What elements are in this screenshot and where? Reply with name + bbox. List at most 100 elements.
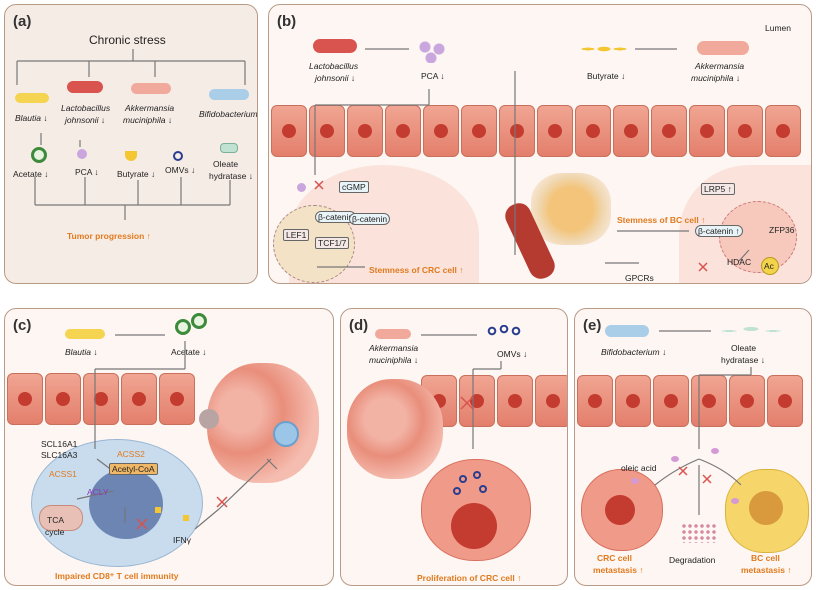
pca-icon [77,149,87,159]
lactobacillus-label-b1: Lactobacillus [309,61,359,71]
panel-c-label: (c) [13,317,32,334]
tca-label-1: TCA [47,515,64,525]
immune-cell-c1 [273,421,299,447]
pca-icon-b [419,41,447,63]
omvs-label: OMVs ↓ [165,165,196,175]
lrp5-box: LRP5 ↑ [701,183,735,195]
akkermansia-label-d2: muciniphila ↓ [369,355,419,365]
akkermansia-label-b1: Akkermansia [695,61,745,71]
oleate-label-1: Oleate [213,159,239,169]
akkermansia-icon-d [375,329,411,339]
blautia-icon [15,93,49,103]
panel-b-label: (b) [277,13,297,30]
panel-a-label: (a) [13,13,32,30]
panel-a: (a) Chronic stress Blautia ↓ Lactobacill… [4,4,258,284]
oleic-acid-label: oleic acid [621,463,657,473]
immune-cell-c2 [199,409,219,429]
degradation-dots [681,523,717,543]
stemness-bc-label: Stemness of BC cell ↑ [617,215,706,225]
akkermansia-label-1: Akkermansia [125,103,175,113]
acly-label: ACLY [87,487,109,497]
crc-nucleus-e [605,495,635,525]
ac-label: Ac [764,261,774,271]
lumen-label: Lumen [765,23,791,33]
oleate-icon-e [721,325,781,337]
acetate-label-c: Acetate ↓ [171,347,207,357]
blautia-icon-c [65,329,105,339]
panel-e-arrows [631,330,752,515]
blautia-label-c: Blautia ↓ [65,347,98,357]
butyrate-icon-b [581,45,627,57]
mitochondrion [39,505,83,531]
slc16a3-label: SLC16A3 [41,450,78,460]
lef1-box: LEF1 [283,229,310,241]
tumor-cluster-c [207,363,319,483]
hdac-label: HDAC [727,257,752,267]
acetate-icon-c2 [191,313,207,329]
bc-nucleus [719,201,797,273]
butyrate-label: Butyrate ↓ [117,169,156,179]
omvs-icon-d [487,325,527,337]
beta-catenin-3: β-catenin ↑ [695,225,743,237]
tcf-box: TCF1/7 [315,237,350,249]
epithelium-b [269,97,811,169]
oleate-label-e1: Oleate [731,343,757,353]
akkermansia-icon-b [697,41,749,55]
crc-nucleus-d [451,503,497,549]
beta-catenin-2: β-catenin [349,213,391,225]
lactobacillus-icon [67,81,103,93]
omvs-label-d: OMVs ↓ [497,349,528,359]
oleate-label-2: hydratase ↓ [209,171,253,181]
panel-d: (d) Akkermansia muciniphila ↓ OMVs ↓ Pro… [340,308,568,586]
panel-b-arrows [314,48,750,272]
panel-e-label: (e) [583,317,602,334]
lactobacillus-icon-b [313,39,357,53]
impaired-cd8-label: Impaired CD8⁺ T cell immunity [55,571,179,581]
akkermansia-label-2: muciniphila ↓ [123,115,173,125]
lactobacillus-label-2: johnsonii ↓ [65,115,106,125]
akkermansia-icon [131,83,171,94]
tumor-cluster [531,173,611,245]
ifng-square-1 [155,507,161,513]
stemness-crc-label: Stemness of CRC cell ↑ [369,265,464,275]
tca-label-2: cycle [45,527,65,537]
panel-d-arrows [421,334,502,495]
omvs-icon [173,151,183,161]
t-cell-nucleus [89,469,163,539]
acss1-label: ACSS1 [49,469,77,479]
pca-dot-b [297,183,306,192]
panel-b: (b) Lumen Lactobacill [268,4,812,284]
akkermansia-label-b2: muciniphila ↓ [691,73,741,83]
chronic-stress-title: Chronic stress [89,33,166,47]
degradation-label: Degradation [669,555,716,565]
bc-metastasis-label-2: metastasis ↑ [741,565,792,575]
panel-c: (c) Blautia ↓ Acetate ↓ SCL16A1 SLC16A3 … [4,308,334,586]
pca-label-b: PCA ↓ [421,71,445,81]
proliferation-crc-label: Proliferation of CRC cell ↑ [417,573,522,583]
pca-label: PCA ↓ [75,167,99,177]
panel-a-arrows [16,49,246,220]
acetyl-badge [761,257,779,275]
bc-metastasis-label-1: BC cell [751,553,780,563]
acetyl-coa-box: Acetyl-CoA [109,463,158,475]
ifng-label: IFNγ [173,535,191,545]
epithelium-e [575,373,811,433]
panel-c-arrows [76,334,278,530]
zfp36-label: ZFP36 [769,225,795,235]
akkermansia-label-d1: Akkermansia [369,343,419,353]
crc-metastasis-label-1: CRC cell [597,553,632,563]
acetate-icon [31,147,47,163]
ifng-square-2 [183,515,189,521]
bc-nucleus-e [749,491,783,525]
bifidobacterium-icon-e [605,325,649,337]
panel-d-label: (d) [349,317,369,334]
oleate-label-e2: hydratase ↓ [721,355,765,365]
epithelium-c [5,371,333,431]
crc-metastasis-label-2: metastasis ↑ [593,565,644,575]
lactobacillus-label-1: Lactobacillus [61,103,111,113]
cgmp-box: cGMP [339,181,369,193]
bifidobacterium-label: Bifidobacterium ↓ [199,109,258,119]
acetate-label: Acetate ↓ [13,169,49,179]
panel-e: (e) Bifidobacterium ↓ Oleate hydratase ↓… [574,308,812,586]
bifidobacterium-icon [209,89,249,100]
